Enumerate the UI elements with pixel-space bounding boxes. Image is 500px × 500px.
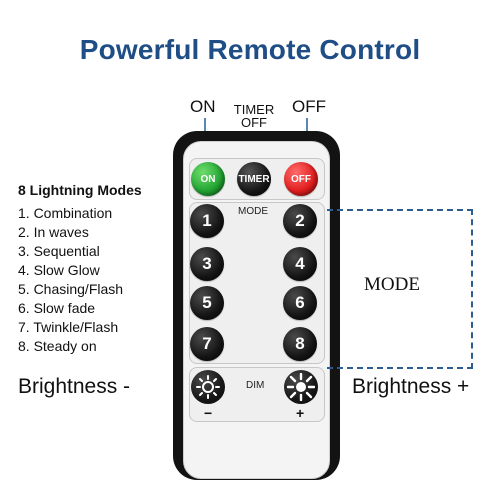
- mode-7-label: 7: [202, 334, 212, 353]
- brightness-minus-label: Brightness -: [18, 375, 131, 398]
- mode-item: 4. Slow Glow: [18, 262, 100, 278]
- mode-1-label: 1: [202, 211, 212, 230]
- off-callout: OFF: [292, 97, 326, 116]
- modes-list: 1. Combination 2. In waves 3. Sequential…: [18, 204, 123, 356]
- mode-item: 7. Twinkle/Flash: [18, 319, 119, 335]
- mode-4-button[interactable]: 4: [283, 247, 317, 281]
- mode-bracket: [327, 209, 473, 369]
- mode-8-button[interactable]: 8: [283, 327, 317, 361]
- off-button[interactable]: OFF: [284, 162, 318, 196]
- mode-6-button[interactable]: 6: [283, 286, 317, 320]
- mode-3-button[interactable]: 3: [190, 247, 224, 281]
- mode-2-label: 2: [295, 211, 305, 230]
- mode-item: 5. Chasing/Flash: [18, 281, 124, 297]
- mode-1-button[interactable]: 1: [190, 204, 224, 238]
- mode-5-button[interactable]: 5: [190, 286, 224, 320]
- mode-7-button[interactable]: 7: [190, 327, 224, 361]
- mode-2-button[interactable]: 2: [283, 204, 317, 238]
- dim-down-button[interactable]: [191, 370, 225, 404]
- mode-callout: MODE: [364, 274, 420, 295]
- dim-plus-sign: +: [296, 405, 305, 421]
- mode-6-label: 6: [295, 293, 305, 312]
- timer-button[interactable]: TIMER: [237, 162, 271, 196]
- brightness-high-icon: [287, 373, 315, 401]
- mode-item: 6. Slow fade: [18, 300, 96, 316]
- on-button[interactable]: ON: [191, 162, 225, 196]
- timer-button-label: TIMER: [238, 173, 270, 185]
- brightness-low-icon: [196, 375, 220, 399]
- timer-off-callout: TIMER OFF: [232, 103, 276, 129]
- mode-5-label: 5: [202, 293, 212, 312]
- dim-minus-sign: −: [204, 405, 213, 421]
- dim-panel-label: DIM: [246, 380, 265, 391]
- on-button-label: ON: [200, 173, 216, 185]
- page-title: Powerful Remote Control: [79, 34, 421, 65]
- mode-panel-label: MODE: [238, 206, 268, 217]
- modes-title: 8 Lightning Modes: [18, 182, 142, 198]
- on-callout-tick: [204, 118, 206, 132]
- mode-3-label: 3: [202, 254, 212, 273]
- timer-off-callout-line2: OFF: [241, 115, 267, 130]
- dim-up-button[interactable]: [284, 370, 318, 404]
- on-callout: ON: [190, 97, 216, 116]
- off-button-label: OFF: [291, 173, 311, 185]
- brightness-plus-label: Brightness +: [352, 375, 470, 398]
- mode-4-label: 4: [295, 254, 305, 273]
- mode-item: 2. In waves: [18, 224, 89, 240]
- mode-item: 8. Steady on: [18, 338, 97, 354]
- off-callout-tick: [306, 118, 308, 132]
- mode-item: 1. Combination: [18, 205, 113, 221]
- mode-8-label: 8: [295, 334, 305, 353]
- timer-off-callout-line1: TIMER: [233, 102, 275, 117]
- mode-item: 3. Sequential: [18, 243, 100, 259]
